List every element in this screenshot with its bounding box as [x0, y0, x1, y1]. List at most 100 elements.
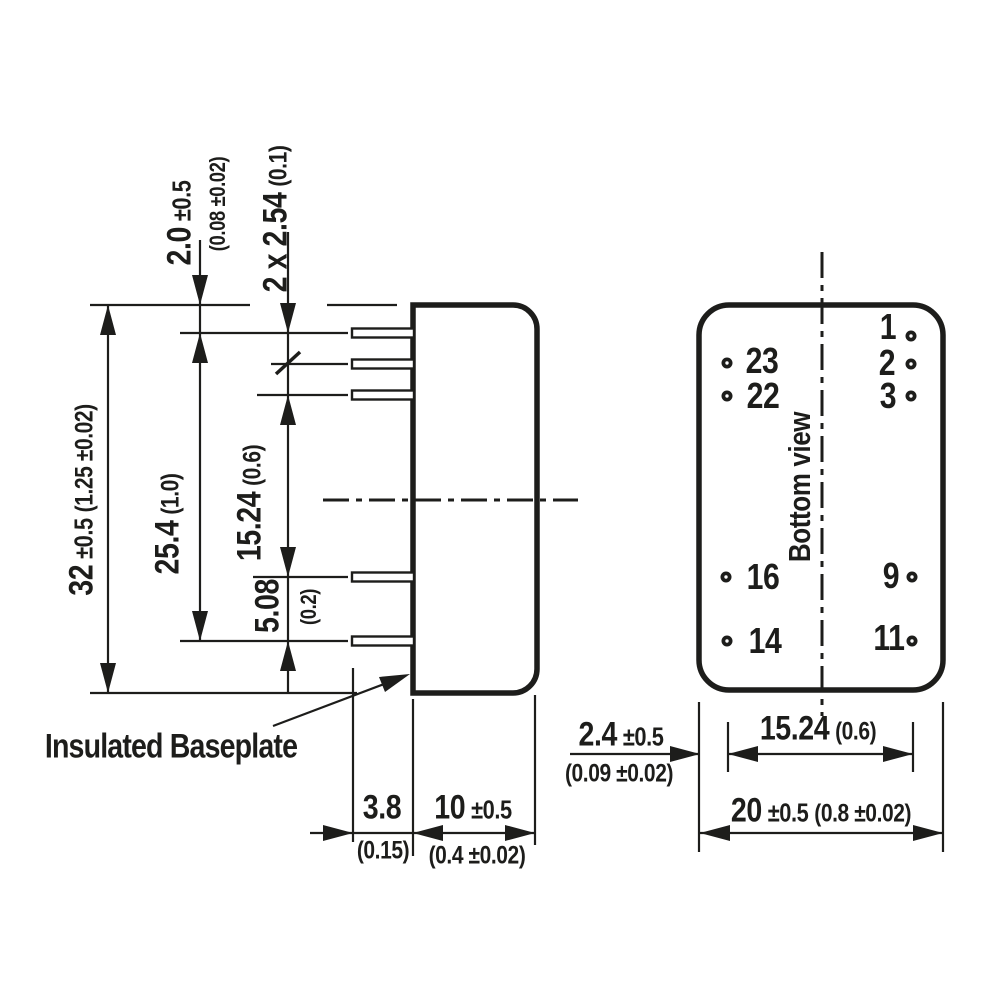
arrowhead	[280, 395, 296, 425]
dim-inch-value: (0.2)	[296, 589, 321, 625]
dim-tolerance: ±0.5	[622, 721, 664, 752]
pin-number-9: 9	[882, 555, 900, 597]
dim-pin-length-alt-label: (0.15)	[356, 836, 410, 866]
dim-pin-offset-alt-label: (0.08 ±0.02)	[205, 157, 231, 251]
arrowhead	[100, 663, 116, 693]
pin-number-11: 11	[873, 617, 905, 659]
arrowhead	[700, 825, 730, 841]
dim-tolerance: ±0.5	[166, 180, 197, 222]
extension-lines	[697, 702, 945, 852]
baseplate-leader	[272, 674, 410, 728]
dim-tolerance: ±0.5	[471, 794, 512, 825]
dim-inch-value: (0.08 ±0.02)	[205, 156, 230, 252]
dim-inch-value: (0.09 ±0.02)	[564, 759, 674, 788]
dim-value: 20	[730, 791, 762, 830]
pin-lead	[350, 571, 416, 583]
dim-value: 2.4	[578, 715, 618, 754]
dim-value: 2.0	[160, 227, 199, 266]
bottom-view	[570, 252, 946, 852]
dim-value: 15.24	[759, 709, 830, 748]
dim-value: 3.8	[362, 788, 402, 827]
pin-number-text: 22	[746, 375, 780, 416]
dim-height-label: 32 ±0.5 (1.25 ±0.02)	[63, 404, 102, 595]
insulated-baseplate-label: Insulated Baseplate	[44, 727, 298, 767]
baseplate-text: Insulated Baseplate	[44, 727, 298, 766]
dim-inch-value: (0.6)	[835, 717, 877, 746]
pin-number-text: 1	[879, 306, 897, 347]
dim-value: 32	[62, 564, 101, 596]
dim-inch-value: (0.4 ±0.02)	[428, 841, 526, 870]
pin-number-text: 9	[882, 555, 900, 596]
pin-number-22: 22	[747, 375, 780, 417]
dim-value: 25.4	[148, 520, 187, 575]
pin-number-1: 1	[879, 306, 897, 348]
pin-lead	[350, 358, 416, 370]
arrowhead	[323, 825, 353, 841]
dim-pin-columns-label: 15.24 (0.6)	[759, 709, 877, 749]
arrowhead	[280, 547, 296, 577]
dim-value: 15.24	[230, 491, 269, 562]
dim-value: 5.08	[248, 579, 287, 633]
leader-line	[272, 676, 401, 728]
dim-value: 10	[434, 788, 466, 827]
dim-pin-length-label: 3.8	[362, 788, 402, 828]
arrowhead	[192, 333, 208, 363]
dim-edge-to-pin-alt-label: (0.09 ±0.02)	[565, 760, 673, 789]
pin-number-3: 3	[879, 375, 897, 417]
arrowhead	[280, 303, 296, 333]
dim-tolerance: ±0.5	[68, 518, 99, 559]
dim-depth-alt-label: (0.4 ±0.02)	[429, 842, 526, 871]
dim-inch-value: (1.25 ±0.02)	[70, 404, 99, 513]
pin-number-text: 16	[746, 556, 780, 597]
leader-arrowhead	[379, 674, 410, 692]
dim-inch-value: (0.1)	[264, 145, 293, 187]
arrowheads	[670, 746, 943, 841]
arrowhead	[192, 611, 208, 641]
pin-number-text: 2	[878, 342, 896, 383]
dim-pin-offset-label: 2.0 ±0.5	[161, 181, 200, 266]
arrowhead	[280, 641, 296, 671]
arrowhead	[505, 825, 535, 841]
pitch-tick-slash	[274, 350, 302, 376]
dim-inch-value: (0.8 ±0.02)	[814, 799, 912, 828]
pin-number-text: 11	[873, 617, 905, 658]
pin-lead	[350, 389, 416, 401]
pin-lead	[350, 635, 416, 647]
arrowheads	[100, 275, 535, 841]
arrowhead	[192, 275, 208, 305]
dim-tolerance: ±0.5	[767, 797, 809, 828]
arrowhead	[913, 825, 943, 841]
pin-number-text: 3	[879, 375, 897, 416]
dim-pin-span-label: 25.4 (1.0)	[149, 474, 188, 575]
arrowhead	[100, 305, 116, 335]
pin-number-text: 14	[748, 620, 782, 661]
dim-inch-value: (0.6)	[238, 444, 267, 486]
pin-number-text: 23	[745, 340, 779, 381]
pin-leads	[350, 327, 416, 647]
dim-bottom-pitch-alt-label: (0.2)	[296, 589, 322, 625]
dim-value: 2 x 2.54	[256, 192, 295, 293]
side-view	[90, 232, 578, 856]
dim-width-label: 20 ±0.5 (0.8 ±0.02)	[730, 791, 912, 831]
bottom-view-title: Bottom view	[782, 412, 818, 562]
pin-number-14: 14	[749, 620, 782, 662]
dim-inch-value: (0.15)	[356, 836, 410, 865]
arrowhead	[413, 825, 443, 841]
pin-number-16: 16	[747, 556, 780, 598]
pin-dots	[720, 330, 918, 647]
arrowhead	[728, 746, 758, 762]
pin-lead	[350, 327, 416, 339]
dim-row-gap-label: 15.24 (0.6)	[231, 445, 270, 561]
dim-inch-value: (1.0)	[156, 473, 185, 515]
pin-number-23: 23	[746, 340, 779, 382]
dim-depth-label: 10 ±0.5	[434, 788, 512, 828]
dim-edge-to-pin-label: 2.4 ±0.5	[579, 716, 664, 755]
extension-lines	[90, 303, 537, 856]
arrowhead	[670, 746, 700, 762]
arrowhead	[883, 746, 913, 762]
dim-pin-pitch-label: 2 x 2.54 (0.1)	[257, 146, 296, 293]
pin-number-2: 2	[878, 342, 896, 384]
bottom-view-title-text: Bottom view	[782, 411, 817, 563]
